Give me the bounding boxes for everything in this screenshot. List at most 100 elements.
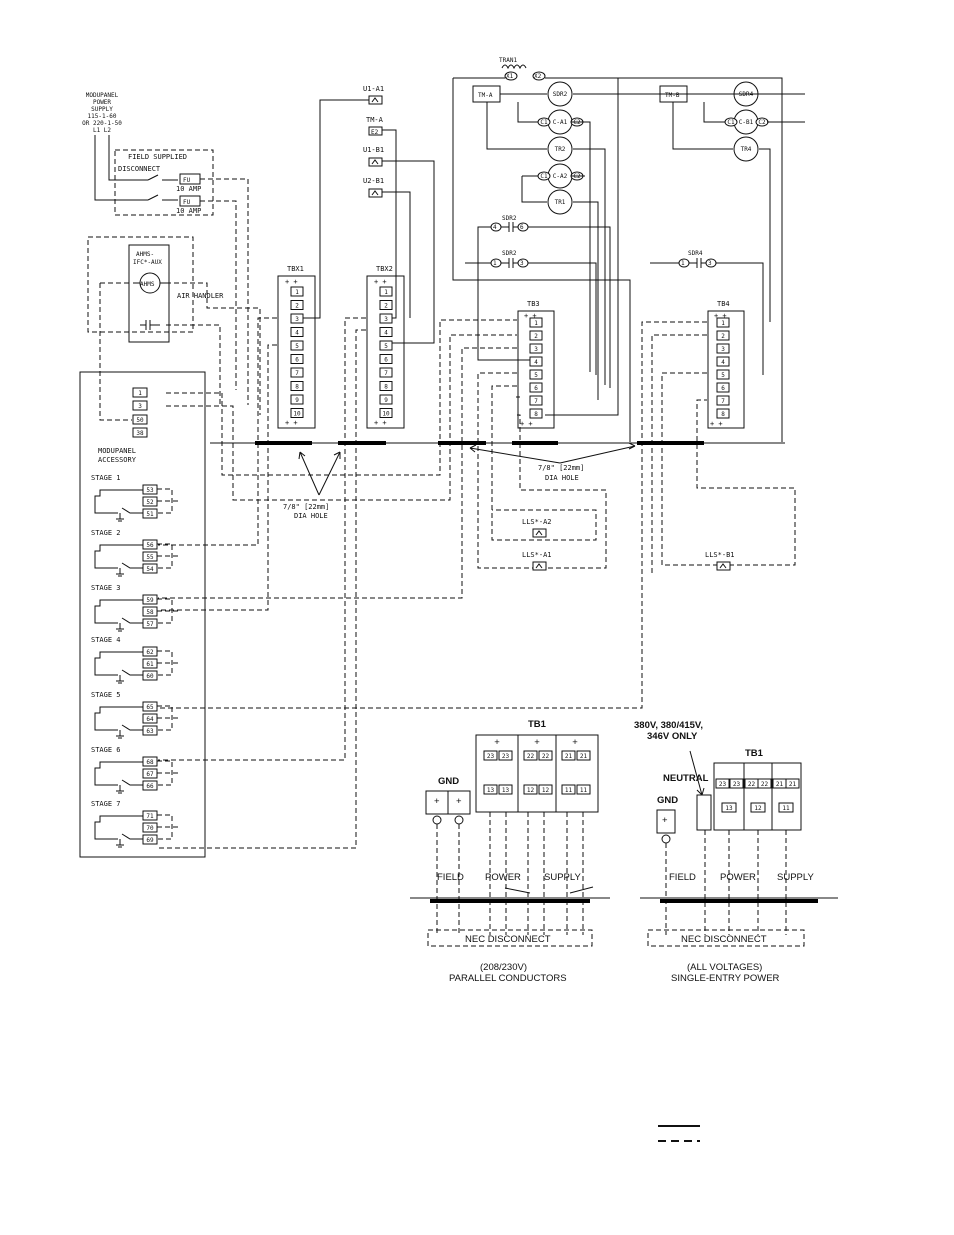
svg-text:6: 6 — [520, 224, 524, 231]
svg-text:8: 8 — [721, 411, 725, 418]
svg-text:SUPPLY: SUPPLY — [777, 872, 814, 883]
svg-text:3: 3 — [520, 260, 524, 267]
stage-terminal: 65 — [142, 701, 158, 712]
svg-text:61: 61 — [146, 661, 154, 668]
svg-text:GND: GND — [657, 795, 678, 806]
lls-solenoids: LLS*-A2 LLS*-A1 LLS*-B1 — [522, 518, 735, 571]
stage-terminal: 51 — [142, 508, 158, 519]
svg-text:22: 22 — [761, 781, 769, 788]
svg-text:DIA HOLE: DIA HOLE — [294, 512, 328, 520]
tb1-terminal: 21 — [785, 778, 800, 789]
svg-text:7: 7 — [384, 370, 388, 377]
tb1-terminal: 13 — [498, 784, 513, 795]
svg-text:C1: C1 — [727, 119, 735, 126]
svg-text:10 AMP: 10 AMP — [176, 185, 201, 193]
svg-text:3: 3 — [708, 260, 712, 267]
svg-text:22: 22 — [748, 781, 756, 788]
svg-text:C-B1: C-B1 — [739, 119, 754, 126]
svg-text:NEC DISCONNECT: NEC DISCONNECT — [681, 934, 767, 945]
svg-text:+ +: + + — [285, 278, 298, 286]
tb-terminal: 4 — [716, 356, 730, 367]
svg-text:TM-B: TM-B — [665, 92, 680, 99]
sensors: U1-A1 TM-A E2 U1-B1 U2-B1 — [303, 85, 435, 344]
svg-text:38: 38 — [136, 430, 144, 437]
svg-text:7: 7 — [295, 370, 299, 377]
tb1-terminal: 12 — [538, 784, 553, 795]
svg-text:C1: C1 — [540, 173, 548, 180]
tb-terminal: 2 — [716, 330, 730, 341]
field-disconnect: FIELD SUPPLIED DISCONNECT FU FU 10 AMP 1… — [94, 135, 249, 405]
tb1-terminal: 23 — [483, 750, 498, 761]
svg-text:63: 63 — [146, 728, 154, 735]
coil-c-b1: C-B1 — [733, 109, 759, 135]
tb1-terminal: 23 — [715, 778, 730, 789]
svg-text:4: 4 — [534, 359, 538, 366]
svg-text:22: 22 — [527, 753, 535, 760]
stage-terminal: 59 — [142, 594, 158, 605]
svg-text:380V, 380/415V,: 380V, 380/415V, — [634, 720, 703, 731]
svg-text:21: 21 — [565, 753, 573, 760]
svg-text:+ +: + + — [710, 420, 723, 428]
svg-text:52: 52 — [146, 499, 154, 506]
svg-text:3: 3 — [721, 346, 725, 353]
svg-text:AIR HANDLER: AIR HANDLER — [177, 292, 224, 300]
svg-text:+ +: + + — [374, 419, 387, 427]
tbx-terminal: 4 — [290, 327, 304, 337]
svg-text:SUPPLY: SUPPLY — [91, 106, 113, 113]
svg-text:X1: X1 — [506, 73, 514, 80]
svg-text:12: 12 — [527, 787, 535, 794]
svg-text:TR4: TR4 — [741, 146, 752, 153]
svg-text:POWER: POWER — [720, 872, 756, 883]
tb1-terminal: 21 — [561, 750, 576, 761]
svg-text:E2: E2 — [371, 129, 379, 136]
svg-text:9: 9 — [295, 397, 299, 404]
tb-terminal: 7 — [529, 395, 543, 406]
svg-text:5: 5 — [295, 343, 299, 350]
stage-terminal: 71 — [142, 810, 158, 821]
svg-text:NEC DISCONNECT: NEC DISCONNECT — [465, 934, 551, 945]
svg-text:21: 21 — [789, 781, 797, 788]
tb1-terminal: 22 — [523, 750, 538, 761]
svg-text:L1 L2: L1 L2 — [93, 127, 111, 134]
svg-text:TR1: TR1 — [555, 199, 566, 206]
tb-terminal: 8 — [716, 408, 730, 419]
coil-node: C2 — [755, 117, 769, 127]
svg-text:TM-A: TM-A — [366, 116, 384, 124]
stage-terminal: 56 — [142, 539, 158, 550]
tb1-terminal: 21 — [772, 778, 787, 789]
svg-text:MODUPANEL: MODUPANEL — [98, 447, 136, 455]
svg-text:21: 21 — [580, 753, 588, 760]
svg-text:FIELD SUPPLIED: FIELD SUPPLIED — [128, 153, 187, 161]
stage-terminal: 62 — [142, 646, 158, 657]
tb1-terminal: 12 — [523, 784, 538, 795]
tb1-terminal: 23 — [729, 778, 744, 789]
tbx-terminal: 2 — [290, 300, 304, 310]
svg-text:12: 12 — [754, 805, 762, 812]
svg-text:4: 4 — [295, 330, 299, 337]
svg-text:1: 1 — [534, 320, 538, 327]
tbx-terminal: 3 — [290, 313, 304, 324]
svg-text:C-A2: C-A2 — [553, 173, 568, 180]
svg-text:SDR4: SDR4 — [688, 250, 703, 257]
svg-text:6: 6 — [295, 357, 299, 364]
svg-text:64: 64 — [146, 716, 154, 723]
bus-bar: 7/8" [22mm] DIA HOLE 7/8" [22mm] DIA HOL… — [210, 441, 785, 520]
coil-sdr2: SDR2 — [547, 81, 573, 107]
svg-text:23: 23 — [719, 781, 727, 788]
svg-text:10: 10 — [293, 411, 301, 418]
svg-text:8: 8 — [534, 411, 538, 418]
svg-text:1: 1 — [681, 260, 685, 267]
coil-node: C1 — [537, 117, 551, 127]
stage-terminal: 63 — [142, 725, 158, 736]
svg-text:STAGE 6: STAGE 6 — [91, 746, 121, 754]
coil-tr1: TR1 — [547, 189, 573, 215]
svg-text:4: 4 — [493, 224, 497, 231]
svg-text:TB4: TB4 — [717, 300, 730, 308]
coil-tr2: TR2 — [547, 136, 573, 162]
